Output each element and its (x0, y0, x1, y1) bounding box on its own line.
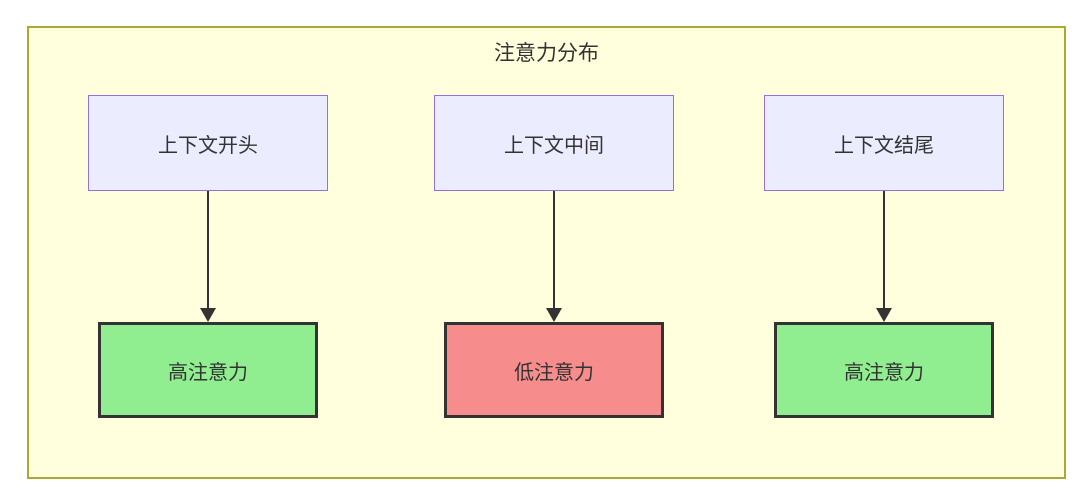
arrow-start-to-attention (200, 191, 216, 322)
node-attention-end-label: 高注意力 (844, 361, 924, 384)
node-context-start-label: 上下文开头 (158, 134, 258, 157)
arrow-middle-to-attention (546, 191, 562, 322)
node-attention-middle-label: 低注意力 (514, 361, 594, 384)
node-context-middle: 上下文中间 (434, 95, 674, 191)
arrow-end-to-attention (876, 191, 892, 322)
diagram-title: 注意力分布 (494, 42, 599, 65)
node-context-end: 上下文结尾 (764, 95, 1004, 191)
node-attention-end: 高注意力 (774, 322, 994, 418)
node-attention-middle: 低注意力 (444, 322, 664, 418)
node-attention-start-label: 高注意力 (168, 361, 248, 384)
node-context-start: 上下文开头 (88, 95, 328, 191)
node-context-middle-label: 上下文中间 (504, 134, 604, 157)
arrowhead-down-icon (876, 308, 892, 322)
node-attention-start: 高注意力 (98, 322, 318, 418)
attention-subgraph-container: 注意力分布 上下文开头 高注意力 上下文中间 低注意力 上下文结尾 高注意力 (27, 26, 1066, 479)
arrowhead-down-icon (546, 308, 562, 322)
arrowhead-down-icon (200, 308, 216, 322)
node-context-end-label: 上下文结尾 (834, 134, 934, 157)
